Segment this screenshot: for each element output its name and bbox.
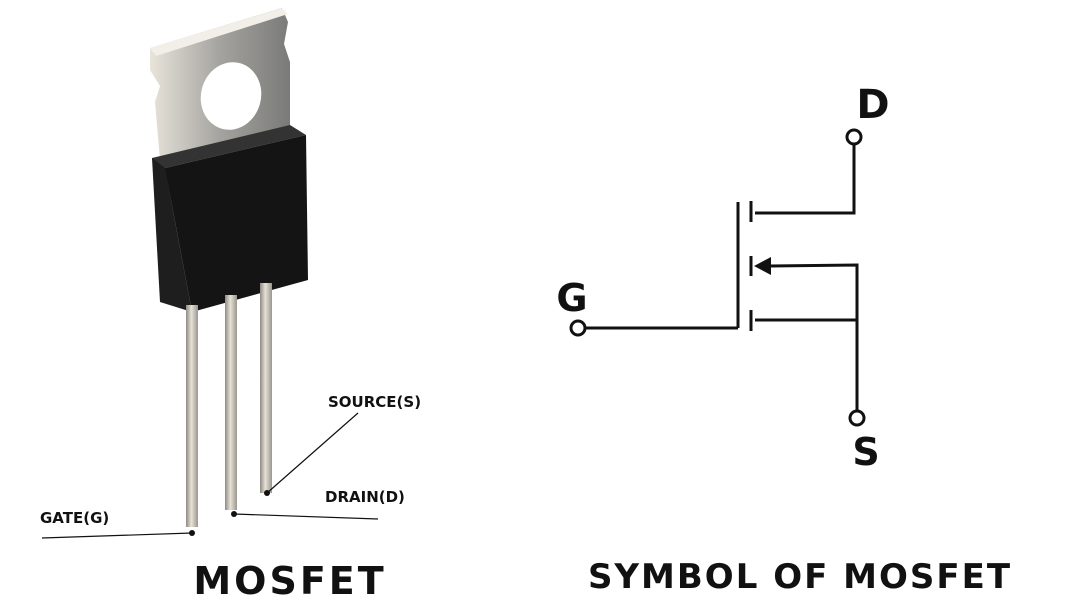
- mounting-hole: [200, 62, 262, 130]
- source-label: SOURCE(S): [328, 393, 421, 411]
- callouts: GATE(G) DRAIN(D) SOURCE(S): [40, 393, 421, 539]
- gate-label: GATE(G): [40, 509, 109, 527]
- body-wire: [769, 263, 859, 411]
- leads: [186, 283, 272, 527]
- drain-wire: [755, 144, 856, 215]
- mosfet-package: [150, 8, 308, 312]
- gate-lead: [186, 305, 198, 527]
- drain-lead: [225, 295, 237, 510]
- photo-caption: MOSFET: [193, 559, 386, 603]
- source-lead: [260, 283, 272, 493]
- gate-terminal: [569, 319, 587, 337]
- tab-top-edge: [150, 8, 288, 56]
- source-terminal: [848, 409, 866, 427]
- black-body-top: [152, 125, 306, 168]
- mosfet-symbol: [569, 128, 866, 427]
- source-terminal-label: S: [852, 430, 879, 474]
- black-body-front: [165, 135, 308, 312]
- black-body-left: [152, 158, 192, 312]
- symbol-caption: SYMBOL OF MOSFET: [588, 557, 1012, 597]
- arrow-icon: [754, 257, 771, 275]
- drain-terminal-label: D: [856, 82, 889, 128]
- gate-terminal-label: G: [556, 276, 587, 320]
- drain-terminal: [845, 128, 863, 146]
- drain-label: DRAIN(D): [325, 488, 405, 506]
